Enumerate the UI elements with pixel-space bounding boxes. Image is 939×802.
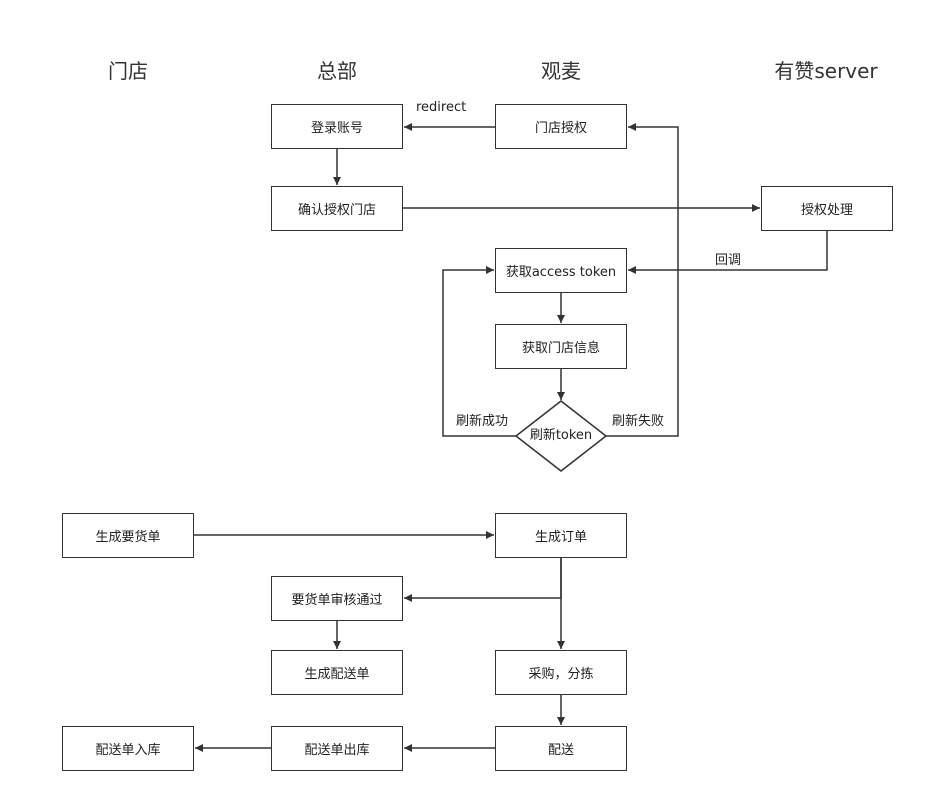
edge-order-to-approved (404, 557, 562, 602)
node-gen-order: 生成订单 (495, 513, 627, 558)
label-refresh-success: 刷新成功 (456, 414, 509, 429)
label-redirect: redirect (416, 100, 467, 115)
node-get-token: 获取access token (495, 248, 627, 293)
node-gen-delivery: 生成配送单 (271, 650, 403, 695)
node-login: 登录账号 (271, 104, 403, 149)
node-delivery-out: 配送单出库 (271, 726, 403, 771)
lane-header-store: 门店 (108, 59, 148, 83)
edge-refresh-success (442, 266, 516, 437)
lane-header-hq: 总部 (317, 59, 357, 83)
lane-header-youzan: 有赞server (774, 59, 878, 83)
refresh-token-diamond (514, 400, 608, 472)
node-auth-process: 授权处理 (761, 186, 893, 231)
label-callback: 回调 (715, 253, 742, 268)
node-confirm-store: 确认授权门店 (271, 186, 403, 231)
edge-refresh-fail (606, 123, 679, 437)
node-store-auth: 门店授权 (495, 104, 627, 149)
node-delivery: 配送 (495, 726, 627, 771)
label-refresh-fail: 刷新失败 (612, 414, 665, 429)
node-gen-request: 生成要货单 (62, 513, 194, 558)
node-delivery-in: 配送单入库 (62, 726, 194, 771)
node-get-store-info: 获取门店信息 (495, 324, 627, 369)
node-refresh-token-label: 刷新token (529, 428, 593, 443)
node-purchase-sort: 采购，分拣 (495, 650, 627, 695)
node-request-approved: 要货单审核通过 (271, 576, 403, 621)
lane-header-guanmai: 观麦 (541, 59, 581, 83)
edge-auth-process-to-token (628, 230, 828, 274)
